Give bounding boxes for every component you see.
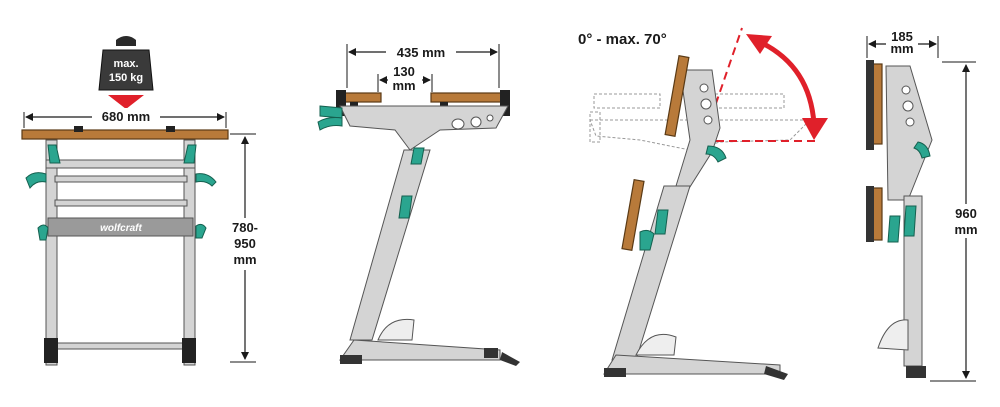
outer-width-label: 435 mm xyxy=(397,45,445,60)
clamp-icon xyxy=(47,144,61,164)
depth-value: 185 xyxy=(891,29,913,44)
jaw-board-left xyxy=(344,92,382,103)
height-label-line1: 780- xyxy=(232,220,258,235)
tilt-arrow-icon xyxy=(758,39,817,125)
weight-line1: max. xyxy=(113,58,138,70)
inner-width-unit: mm xyxy=(392,78,415,93)
height-label-line2: 950 xyxy=(234,236,256,251)
width-label: 680 mm xyxy=(102,109,150,124)
folded-height-value: 960 xyxy=(955,206,977,221)
tilt-angle-label: 0° - max. 70° xyxy=(578,31,667,48)
load-arrow xyxy=(108,95,144,109)
tilt-jaw-lower xyxy=(621,178,645,252)
weight-icon: max. 150 kg xyxy=(98,36,154,91)
work-surface xyxy=(21,129,229,140)
weight-line2: 150 kg xyxy=(109,72,143,84)
folded-height-unit: mm xyxy=(954,222,977,237)
depth-unit: mm xyxy=(890,41,913,56)
tilt-jaw-upper xyxy=(664,55,690,137)
jaw-board-right xyxy=(430,92,502,103)
folded-view: 185 mm 960 mm xyxy=(866,29,982,382)
tilt-view: 0° - max. 70° xyxy=(578,27,828,380)
inner-width-value: 130 xyxy=(393,64,415,79)
brand-label: wolfcraft xyxy=(100,223,142,234)
front-view: max. 150 kg 680 mm wolfcraft xyxy=(21,36,262,366)
height-label-unit: mm xyxy=(233,252,256,267)
side-view: 435 mm 130 mm xyxy=(317,44,520,366)
